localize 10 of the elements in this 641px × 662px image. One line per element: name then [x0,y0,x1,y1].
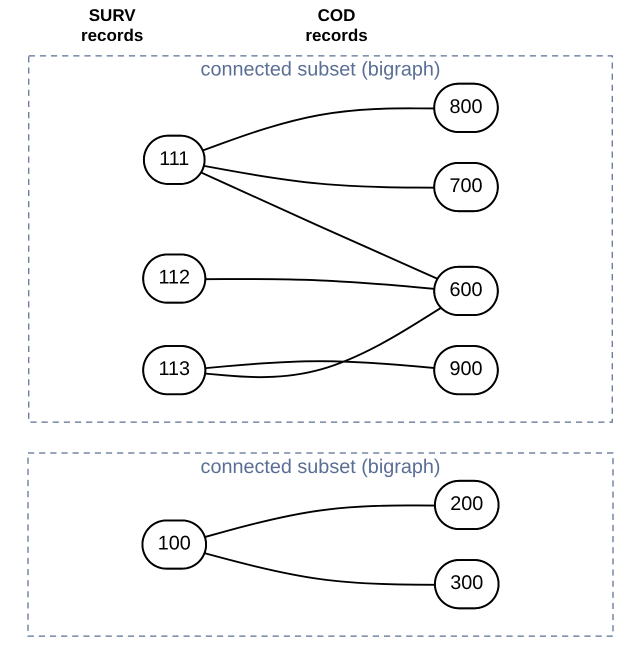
column-heading: COD records [304,6,369,46]
connector [205,504,436,538]
connector [206,307,442,378]
connector [204,165,435,189]
column-heading: SURV records [80,6,144,46]
connector [202,107,435,152]
connector [205,552,436,586]
connector [201,172,439,280]
connector [206,278,436,290]
connector [206,360,436,370]
